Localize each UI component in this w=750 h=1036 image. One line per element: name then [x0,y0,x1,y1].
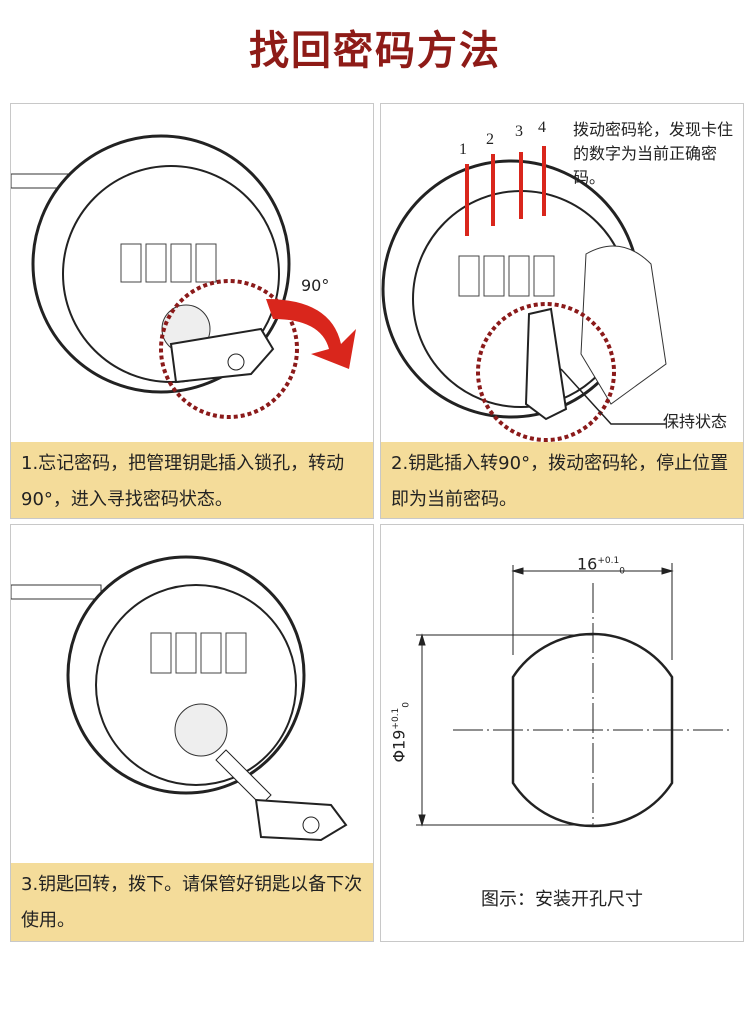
cutout-dimension-drawing [416,563,733,828]
step-2-caption: 2.钥匙插入转90°，拨动密码轮，停止位置即为当前密码。 [381,442,743,518]
rotation-angle-label: 90° [301,276,330,295]
cutout-caption: 图示：安装开孔尺寸 [481,889,643,910]
dial-instruction-note: 拨动密码轮，发现卡住的数字为当前正确密码。 [573,120,734,187]
width-dimension: 16+0.10 [577,549,625,584]
wheel-number-2: 2 [486,131,494,148]
diameter-tolerance-lower: 0 [401,701,412,708]
lock-key-removed-illustration [11,555,348,842]
step-1-panel: 90° 1.忘记密码，把管理钥匙插入锁孔，转动90°，进入寻找密码状态。 [10,103,374,519]
width-value: 16 [577,554,598,574]
diameter-value: Φ19 [389,729,409,763]
diameter-dimension: Φ19+0.10 [384,702,419,763]
wheel-number-4: 4 [538,119,546,136]
step-3-caption: 3.钥匙回转，拨下。请保管好钥匙以备下次使用。 [11,863,373,941]
step-1-caption: 1.忘记密码，把管理钥匙插入锁孔，转动90°，进入寻找密码状态。 [11,442,373,518]
wheel-number-1: 1 [459,141,467,158]
hold-state-label: 保持状态 [663,412,728,431]
diameter-tolerance-upper: +0.1 [391,707,402,730]
page-title: 找回密码方法 [249,28,501,74]
lock-with-key-turn-illustration [11,134,356,419]
lock-dial-adjust-illustration [381,146,667,442]
step-3-panel: 3.钥匙回转，拨下。请保管好钥匙以备下次使用。 [10,524,374,942]
wheel-number-3: 3 [515,123,523,140]
width-tolerance-upper: +0.1 [597,556,620,566]
width-tolerance-lower: 0 [619,566,625,577]
cutout-dimension-panel: 16+0.10 Φ19+0.10 图示：安装开孔尺寸 [380,524,744,942]
step-2-panel: 1 2 3 4 拨动密码轮，发现卡住的数字为当前正确密码。 保持状态 2.钥匙插… [380,103,744,519]
